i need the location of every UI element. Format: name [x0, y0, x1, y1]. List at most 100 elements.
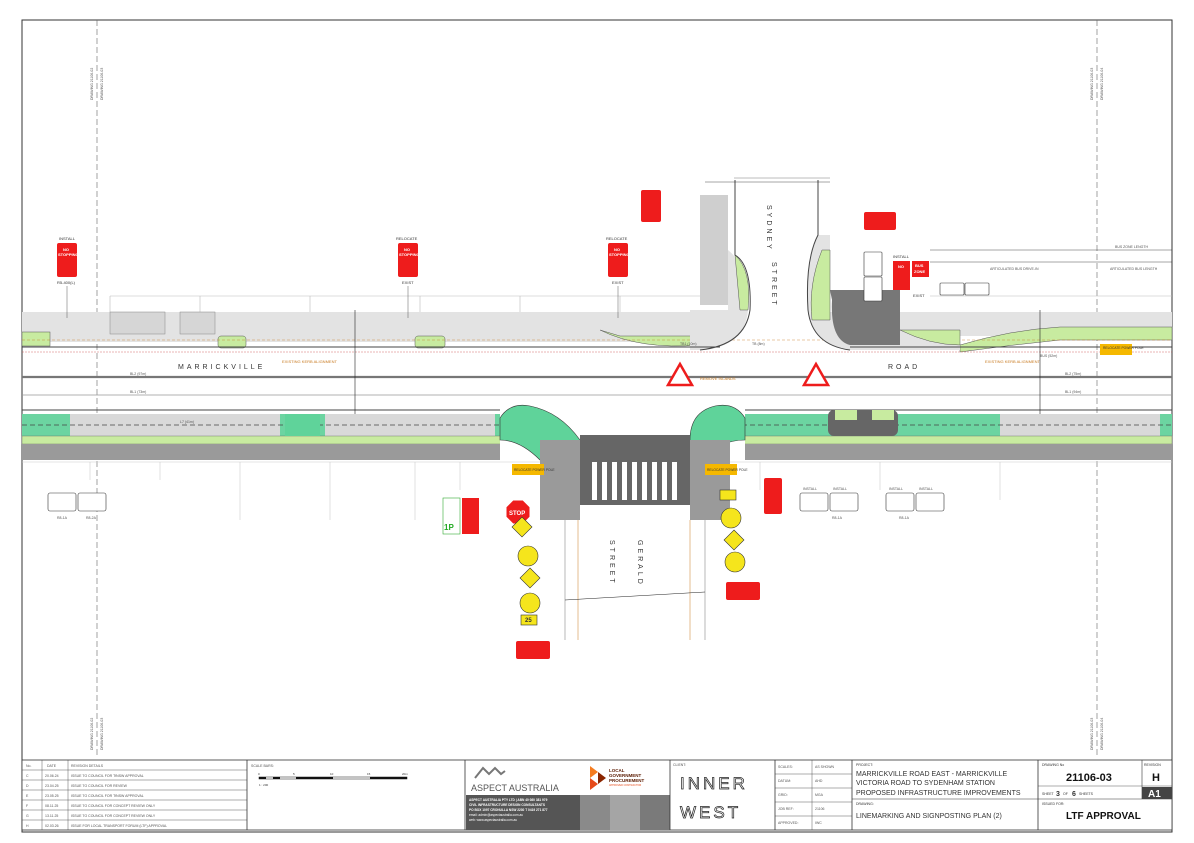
sign-code: R5-400(L) — [57, 280, 76, 285]
sign-text: STOPPING — [609, 252, 630, 257]
sign-text: NO — [404, 247, 410, 252]
revision-no: E — [26, 794, 29, 798]
line-label: BUS (52m) — [1040, 354, 1057, 358]
revision-no: C — [26, 774, 29, 778]
sign-code: R8-1A — [57, 516, 68, 520]
existing-kerb-note: EXISTING KERB ALIGNMENT — [282, 359, 337, 364]
sign-code: R8-1A — [832, 516, 843, 520]
line-label: TB (8m) — [752, 342, 765, 346]
sign-action: INSTALL — [889, 487, 903, 491]
no-stopping-sign-rotated — [516, 641, 550, 659]
existing-kerb-note: EXISTING KERB ALIGNMENT — [985, 359, 1040, 364]
street-name-road: ROAD — [888, 364, 920, 371]
sign-text: 1P — [444, 523, 454, 532]
lgp-text: GOVERNMENT — [609, 773, 642, 778]
street-name-gerald: GERALD — [636, 540, 643, 587]
north-footpath — [21, 311, 1173, 353]
sign-text: NO — [63, 247, 69, 252]
consultant-line: ASPECT AUSTRALIA PTY LTD | ABN 40 080 38… — [469, 798, 548, 802]
revision-details: ISSUE TO COUNCIL FOR CONCEPT REVIEW ONLY — [71, 804, 156, 808]
no-stopping-sign-rotated — [764, 478, 782, 514]
stop-sign: STOP — [505, 499, 531, 525]
match-line-right: DRAWING 21106-03 DRAWING 21106-04 DRAWIN… — [1090, 20, 1104, 758]
meta-label: SCALES: — [778, 765, 793, 769]
sheet-total: 6 — [1072, 791, 1076, 798]
consultant-name: ASPECT AUSTRALIA — [471, 783, 559, 793]
scale-tick: 10 — [330, 772, 334, 776]
no-stopping-sign: RELOCATE NO STOPPING EXIST — [396, 236, 420, 318]
gerald-street: STREET GERALD — [540, 435, 730, 640]
parking-signs: 1P — [442, 497, 479, 535]
meta-value: AHD — [815, 779, 823, 783]
articulated-length: ARTICULATED BUS LENGTH — [1110, 267, 1158, 271]
revision-no: H — [26, 824, 29, 828]
match-label: DRAWING 21106-02 — [90, 718, 94, 750]
note-text: RELOCATE POWER POLE — [707, 468, 748, 472]
consultant-line: PO BOX 1097 CRONULLA NSW 2230 T 0419 271… — [469, 808, 548, 812]
inner-west-logo: WEST — [680, 803, 741, 822]
sign-action: INSTALL — [59, 236, 76, 241]
sheet-text: SHEET — [1042, 792, 1055, 796]
consultant-line: email: admin@aspectaustralia.com.au — [469, 813, 523, 817]
inner-west-logo: INNER — [680, 774, 748, 793]
sign-code: EXIST — [612, 280, 624, 285]
sign-code: EXIST — [402, 280, 414, 285]
revision-no: F — [26, 804, 28, 808]
column-header: DATE — [47, 764, 57, 768]
client-label: CLIENT: — [673, 763, 686, 767]
revision-details: ISSUE TO COUNCIL FOR TfNSW APPROVAL — [71, 774, 144, 778]
sign-text: NO — [614, 247, 620, 252]
match-label: DRAWING 21106-03 — [1090, 68, 1094, 100]
south-properties — [22, 461, 1172, 520]
match-label: DRAWING 21106-03 — [1090, 718, 1094, 750]
sign-code: R8-1A — [899, 516, 910, 520]
sign-action: INSTALL — [803, 487, 817, 491]
bus-zone-signs: INSTALL NO BUS ZONE EXIST — [863, 251, 990, 302]
project-line: VICTORIA ROAD TO SYDENHAM STATION — [856, 780, 995, 787]
sign-action: INSTALL — [893, 254, 910, 259]
scale-tick: 5 — [293, 772, 295, 776]
line-label: BL1 (73m) — [130, 390, 146, 394]
match-label: DRAWING 21106-02 — [90, 68, 94, 100]
issued-for: LTF APPROVAL — [1066, 811, 1141, 822]
north-properties — [109, 295, 1172, 312]
meta-value: AS SHOWN — [815, 765, 835, 769]
sheet-size: A1 — [1148, 789, 1161, 800]
line-label: BL2 (97m) — [130, 372, 146, 376]
speed-value: 25 — [525, 618, 532, 624]
no-stopping-sign-rotated — [726, 582, 760, 600]
project-line: MARRICKVILLE ROAD EAST - MARRICKVILLE — [856, 771, 1008, 778]
revision-details: ISSUE TO COUNCIL FOR CONCEPT REVIEW ONLY — [71, 814, 156, 818]
meta-label: GRID: — [778, 793, 788, 797]
revision-date: 20.06.24 — [45, 774, 59, 778]
line-label: L7 (41m) — [180, 420, 194, 424]
match-label: DRAWING 21106-03 — [100, 68, 104, 100]
note-text: RELOCATE POWER POLE — [1103, 346, 1144, 350]
sign-action: INSTALL — [833, 487, 847, 491]
revision-date: 02.03.26 — [45, 824, 59, 828]
revision-details: ISSUE FOR LOCAL TRANSPORT FORUM (LTF) AP… — [71, 824, 167, 828]
relocate-power-pole-note: RELOCATE POWER POLE RELOCATE POWER POLE … — [512, 344, 1144, 475]
pedestrian-crossing — [592, 462, 677, 500]
bus-zone-length: BUS ZONE LENGTH — [1115, 245, 1149, 249]
no-stopping-sign: RELOCATE NO STOPPING EXIST — [606, 236, 630, 318]
sheet-text: OF — [1063, 792, 1068, 796]
meta-value: IWC — [815, 821, 822, 825]
revision-details: ISSUE TO COUNCIL FOR TfNSW APPROVAL — [71, 794, 144, 798]
meta-label: APPROVED: — [778, 821, 798, 825]
revision-date: 08.11.25 — [45, 804, 58, 808]
note-text: RELOCATE POWER POLE — [514, 468, 555, 472]
street-name-sydney: SYDNEY — [765, 205, 772, 252]
sign-action: RELOCATE — [606, 236, 628, 241]
sign-text: STOP — [509, 511, 525, 517]
sign-text: NO — [898, 264, 904, 269]
scale-ratio: 1 : 200 — [259, 783, 269, 787]
no-stopping-sign-rotated — [864, 212, 896, 230]
sheet-indicator: SHEET 3 OF 6 SHEETS — [1042, 791, 1094, 798]
match-label: DRAWING 21106-04 — [1100, 68, 1104, 100]
match-label: DRAWING 21106-04 — [1100, 718, 1104, 750]
meta-value: 21106 — [815, 807, 825, 811]
